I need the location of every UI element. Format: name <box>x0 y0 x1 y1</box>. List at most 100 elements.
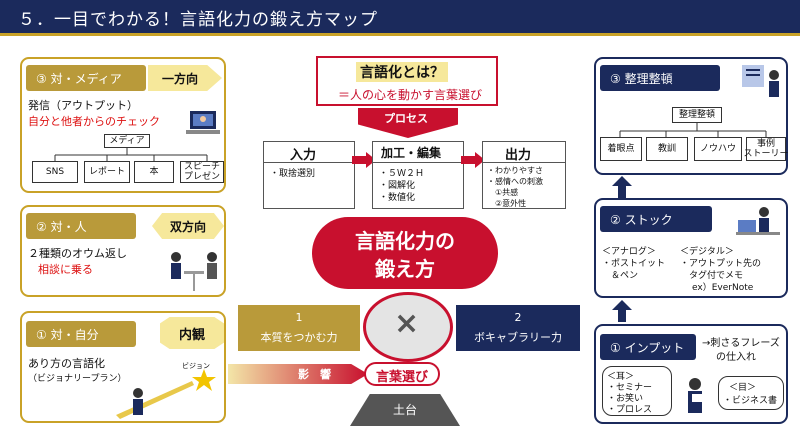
step-edit-item-2: ・図解化 <box>379 181 416 191</box>
organize-child-2: 教訓 <box>646 137 688 161</box>
organize-tag: ③ 整理整頓 <box>600 65 720 91</box>
person-reading-illustration <box>688 378 702 413</box>
step-input-title: 入力 <box>290 148 317 163</box>
step-output-item-2: ・感情への刺激 <box>487 177 543 186</box>
input-box: ① インプット →刺さるフレーズ の仕入れ ＜耳＞ ・セミナー ・お笑い ・プロ… <box>594 324 788 424</box>
header-bar: ５．一目でわかる！言語化力の鍛え方マップ <box>0 0 800 33</box>
input-desc-2: の仕入れ <box>716 352 756 363</box>
ear-item-2: ・お笑い <box>607 394 644 404</box>
step-edit-item-3: ・数値化 <box>379 193 416 203</box>
word-choice-label: 言葉選び <box>375 370 428 385</box>
step-input-item: ・取捨選別 <box>270 169 316 179</box>
step-output-item-4: ②意外性 <box>487 199 527 208</box>
media-direction-arrow: 一方向 <box>148 65 222 91</box>
input-tag: ① インプット <box>600 334 696 360</box>
step-input-line <box>264 162 354 163</box>
eye-item-1: ・ビジネス書 <box>723 396 778 406</box>
self-box: ① 対・自分 内観 あり方の言語化 （ビジョナリープラン） ビジョン <box>20 311 226 423</box>
stock-analog-item-1: ・ポストイット <box>602 259 666 269</box>
media-direction-label: 一方向 <box>161 71 198 86</box>
word-choice-box: 言葉選び <box>364 362 440 386</box>
step-output-item-3: ①共感 <box>487 188 519 197</box>
organize-child-1: 着眼点 <box>600 137 642 161</box>
ear-title: ＜耳＞ <box>607 372 635 382</box>
essence-block: 1 本質をつかむ力 <box>238 305 360 351</box>
step-output-line <box>483 162 565 163</box>
media-box: ③ 対・メディア 一方向 発信（アウトプット） 自分と他者からのチェック メディ… <box>20 57 226 193</box>
organize-box: ③ 整理整頓 整理整頓 着眼点 教訓 ノウハウ 事例 ストーリー <box>594 57 789 175</box>
organize-illustration <box>742 65 779 97</box>
person-box: ② 対・人 双方向 ２種類のオウム返し 相談に乗る <box>20 205 226 297</box>
media-line1: 発信（アウトプット） <box>28 99 138 112</box>
self-direction-label: 内観 <box>178 327 205 343</box>
step-output-box: 出力 ・わかりやすさ ・感情への刺激 ①共感 ②意外性 <box>482 141 566 209</box>
cross-circle <box>363 292 453 362</box>
foundation-label: 土台 <box>392 403 417 417</box>
step-edit-title: 加工・編集 <box>381 146 442 160</box>
media-tree-lines <box>54 148 208 161</box>
stock-illustration <box>736 207 780 235</box>
self-line2: （ビジョナリープラン） <box>28 374 127 384</box>
influence-arrow <box>228 364 368 384</box>
media-child-sns: SNS <box>32 161 78 183</box>
person-direction-label: 双方向 <box>169 219 206 234</box>
stock-box: ② ストック ＜アナログ＞ ・ポストイット ＆ペン ＜デジタル＞ ・アウトプット… <box>594 198 788 298</box>
person-direction-arrow: 双方向 <box>152 213 224 239</box>
vision-illustration <box>116 369 216 419</box>
step-output-title: 出力 <box>505 148 532 163</box>
step-output-item-1: ・わかりやすさ <box>487 166 543 175</box>
stock-digital-item-3: ex）EverNote <box>692 283 754 293</box>
header-underline <box>0 33 800 36</box>
definition-title: 言語化とは？ <box>356 62 448 82</box>
self-direction-arrow: 内観 <box>160 317 224 349</box>
step-edit-item-1: ・５Ｗ２Ｈ <box>379 169 425 179</box>
page-title: ５．一目でわかる！言語化力の鍛え方マップ <box>18 10 378 30</box>
cross-mark: × <box>394 306 420 341</box>
organize-child-4: 事例 ストーリー <box>743 137 789 161</box>
media-child-speech: スピーチ プレゼン <box>180 161 224 183</box>
meeting-illustration <box>164 247 224 293</box>
person-tag: ② 対・人 <box>26 213 136 239</box>
essence-label: 本質をつかむ力 <box>260 331 338 344</box>
organize-tree-lines <box>619 123 767 137</box>
person-line1: ２種類のオウム返し <box>28 247 127 260</box>
main-title-line1: 言語化力の <box>355 229 455 253</box>
media-child-book: 本 <box>134 161 174 183</box>
process-label: プロセス <box>384 112 428 125</box>
stock-tag: ② ストック <box>600 206 712 232</box>
step-edit-box: 加工・編集 ・５Ｗ２Ｈ ・図解化 ・数値化 <box>372 141 464 209</box>
person-line2: 相談に乗る <box>38 263 93 276</box>
stock-analog-item-2: ＆ペン <box>602 271 639 281</box>
stock-analog-title: ＜アナログ＞ <box>602 247 656 257</box>
definition-subtitle: ＝人の心を動かす言葉選び <box>338 88 483 102</box>
organize-root: 整理整頓 <box>672 107 722 123</box>
main-title-pill: 言語化力の 鍛え方 <box>312 217 498 289</box>
essence-num: 1 <box>295 311 303 324</box>
stock-digital-item-1: ・アウトプット先の <box>680 259 762 269</box>
foundation-block: 土台 <box>350 394 460 426</box>
ear-bubble: ＜耳＞ ・セミナー ・お笑い ・プロレス <box>602 366 672 416</box>
media-root: メディア <box>104 134 150 148</box>
stock-digital-title: ＜デジタル＞ <box>680 247 734 257</box>
up-arrow-bottom <box>612 300 632 322</box>
ear-item-1: ・セミナー <box>607 383 653 393</box>
step-arrow-2 <box>461 152 485 168</box>
media-line2: 自分と他者からのチェック <box>28 115 160 128</box>
self-line1: あり方の言語化 <box>28 357 105 370</box>
definition-box: 言語化とは？ ＝人の心を動かす言葉選び <box>316 56 498 106</box>
input-desc-1: →刺さるフレーズ <box>702 338 780 349</box>
vision-star-label: ビジョン <box>182 362 210 370</box>
laptop-illustration <box>186 109 222 137</box>
up-arrow-top <box>612 176 632 198</box>
influence-label: 影 響 <box>298 368 331 381</box>
step-arrow-1 <box>352 152 376 168</box>
organize-child-3: ノウハウ <box>694 137 742 161</box>
step-input-box: 入力 ・取捨選別 <box>263 141 355 209</box>
media-child-report: レポート <box>84 161 130 183</box>
eye-title: ＜目＞ <box>729 383 757 393</box>
ear-item-3: ・プロレス <box>607 405 653 415</box>
vocab-num: 2 <box>514 311 522 324</box>
media-tag: ③ 対・メディア <box>26 65 146 91</box>
vocab-block: 2 ボキャブラリー力 <box>456 305 580 351</box>
vocab-label: ボキャブラリー力 <box>474 331 562 344</box>
